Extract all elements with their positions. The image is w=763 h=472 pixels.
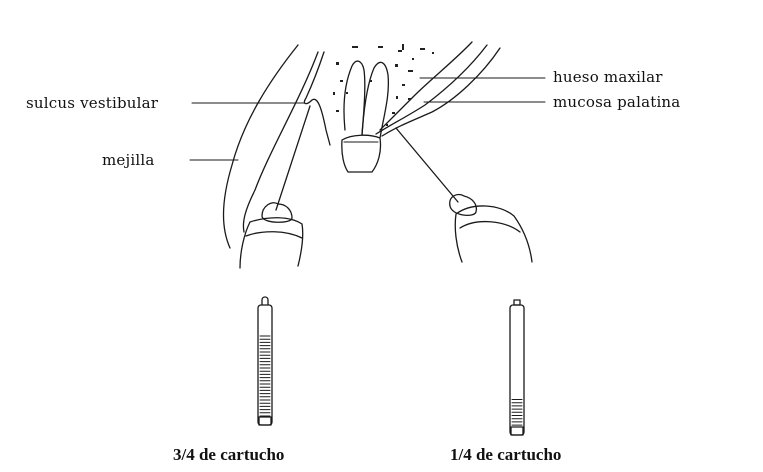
- cartridge-3q-plunger: [258, 416, 272, 426]
- cartridge-1q-fill-marks: [511, 399, 523, 426]
- palatal-needle-hub: [449, 193, 478, 217]
- caption-one-quarter: 1/4 de cartucho: [450, 445, 561, 464]
- bone-stipple: [333, 44, 434, 126]
- tooth-buccal-root: [343, 60, 366, 136]
- leader-lines: [189, 77, 546, 161]
- vestibular-syringe-barrel: [239, 217, 304, 269]
- vestibular-mucosa: [303, 51, 331, 146]
- palatal-needle: [395, 127, 459, 203]
- anatomy-cross-section: [222, 41, 501, 249]
- vestibular-syringe: [239, 105, 311, 269]
- cartridge-3q-cap: [261, 296, 269, 306]
- vestibular-syringe-band: [245, 231, 303, 239]
- caption-three-quarters: 3/4 de cartucho: [173, 445, 284, 464]
- tooth-palatal-root: [361, 61, 390, 139]
- vestibular-needle-hub: [261, 202, 293, 223]
- label-sulcus-vestibular: sulcus vestibular: [26, 94, 159, 112]
- label-mucosa-palatina: mucosa palatina: [553, 93, 680, 111]
- cheek-inner-contour: [242, 51, 319, 233]
- palatal-outer-contour: [379, 41, 473, 131]
- palatal-syringe-barrel: [454, 205, 533, 263]
- label-hueso-maxilar: hueso maxilar: [553, 68, 663, 86]
- cartridge-one-quarter: [509, 299, 525, 436]
- vestibular-needle: [275, 105, 311, 211]
- cartridge-1q-plunger: [510, 426, 524, 436]
- palatal-syringe-band: [459, 220, 521, 233]
- cartridge-3q-fill-marks: [259, 335, 271, 417]
- cheek-outer-contour: [222, 44, 299, 249]
- palatal-syringe: [395, 127, 533, 263]
- cartridge-three-quarters: [257, 296, 273, 426]
- tooth-crown: [341, 134, 382, 173]
- cartridge-1q-cap: [513, 299, 521, 306]
- label-mejilla: mejilla: [102, 151, 155, 169]
- palatal-inner-contour: [381, 47, 501, 137]
- palatal-mucosa-contour: [375, 44, 488, 135]
